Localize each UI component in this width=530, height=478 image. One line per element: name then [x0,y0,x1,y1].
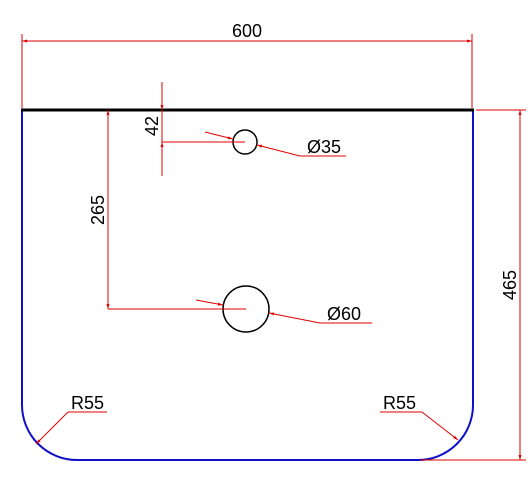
hole-offset-dimension [160,82,245,176]
left-corner-radius-label: R55 [71,393,104,413]
hole-spacing-dimension [106,110,246,310]
part-outline [21,110,474,461]
large-hole-diameter-label: Ø60 [327,304,361,324]
height-label: 465 [500,270,520,300]
large-hole-leader [195,299,372,324]
left-radius-leader [35,411,107,445]
right-radius-leader [380,411,459,441]
width-label: 600 [232,21,262,41]
right-corner-radius-label: R55 [383,393,416,413]
hole-spacing-label: 265 [88,195,108,225]
small-hole-leader [204,131,346,157]
small-hole-diameter-label: Ø35 [307,137,341,157]
width-dimension [21,34,473,108]
hole-offset-label: 42 [142,116,162,136]
height-dimension [420,109,526,461]
